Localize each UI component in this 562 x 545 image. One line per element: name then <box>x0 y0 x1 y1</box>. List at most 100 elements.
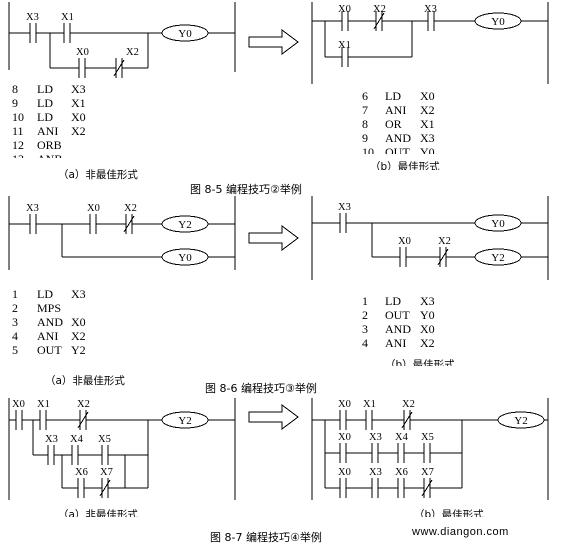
fig87-left-labels: X0 X1 X2 X3 X4 X5 X6 X7 Y2 <box>12 399 192 478</box>
svg-text:OUT: OUT <box>385 350 410 364</box>
fig85-left-ladder <box>8 2 236 78</box>
coil-label: Y2 <box>178 415 191 427</box>
coil-label: Y2 <box>514 415 527 427</box>
svg-text:1: 1 <box>12 287 18 301</box>
svg-text:5: 5 <box>362 350 368 364</box>
svg-text:X3: X3 <box>71 287 86 301</box>
contact-label: X3 <box>45 434 58 445</box>
figure-caption: 图 8-5 编程技巧②举例 <box>190 182 302 196</box>
contact-label: X1 <box>61 12 74 23</box>
coil-label: Y0 <box>491 16 505 28</box>
contact-label: X3 <box>369 432 382 443</box>
fig86-right-labels: X3 X0 X2 Y0 Y2 <box>338 202 505 264</box>
svg-text:X2: X2 <box>71 329 86 343</box>
contact-label: X0 <box>87 203 100 214</box>
contact-label: X2 <box>124 203 137 214</box>
svg-text:Y2: Y2 <box>420 350 435 364</box>
fig86-right-ladder <box>311 196 549 280</box>
svg-text:X0: X0 <box>420 322 435 336</box>
svg-text:X0: X0 <box>71 110 86 124</box>
svg-text:LD: LD <box>37 82 53 96</box>
svg-text:ANI: ANI <box>385 103 406 117</box>
svg-text:ANI: ANI <box>37 329 58 343</box>
svg-text:10: 10 <box>12 110 24 124</box>
svg-text:2: 2 <box>12 301 18 315</box>
contact-label: X4 <box>395 432 409 443</box>
svg-text:X0: X0 <box>420 89 435 103</box>
svg-text:Y0: Y0 <box>420 308 435 322</box>
contact-label: X3 <box>26 203 39 214</box>
fig85-left-labels: X3 X1 X0 X2 Y0 <box>26 12 192 58</box>
svg-text:13: 13 <box>12 152 24 166</box>
contact-label: X0 <box>398 236 411 247</box>
svg-text:X2: X2 <box>71 124 86 138</box>
svg-text:9: 9 <box>12 96 18 110</box>
coil-y2 <box>161 411 209 429</box>
fig85-right-labels: X0 X2 X3 X1 Y0 <box>338 4 505 51</box>
svg-text:ANB: ANB <box>37 152 62 166</box>
coil-y0 <box>474 214 522 232</box>
contact-label: X2 <box>402 399 415 410</box>
fig86-left-labels: X3 X0 X2 Y2 Y0 <box>26 203 192 264</box>
contact-label: X2 <box>126 47 139 58</box>
figure-caption: 图 8-6 编程技巧③举例 <box>205 381 317 395</box>
contact-label: X1 <box>338 40 351 51</box>
coil-label: Y0 <box>178 28 192 40</box>
program-line: 2 MPS <box>12 301 61 315</box>
svg-text:8: 8 <box>362 117 368 131</box>
svg-text:OR: OR <box>385 117 402 131</box>
svg-text:LD: LD <box>37 96 53 110</box>
contact-label: X7 <box>100 467 113 478</box>
svg-text:3: 3 <box>362 322 368 336</box>
watermark: www.diangon.com <box>411 526 509 538</box>
coil-y2 <box>161 215 209 233</box>
contact-label: X2 <box>77 399 90 410</box>
svg-text:12: 12 <box>12 138 24 152</box>
contact-label: X2 <box>373 4 386 15</box>
sub-caption: （a）非最佳形式 <box>58 508 138 521</box>
svg-text:2: 2 <box>362 308 368 322</box>
svg-text:MPP: MPP <box>37 357 61 371</box>
coil-label: Y2 <box>491 252 504 264</box>
contact-label: X0 <box>76 47 89 58</box>
sub-caption: （b）最佳形式 <box>414 508 484 521</box>
program-line: 13 ANB <box>12 152 62 166</box>
svg-text:OUT: OUT <box>385 308 410 322</box>
contact-label: X6 <box>395 467 408 478</box>
coil-y0 <box>161 248 209 266</box>
arrow-right-icon <box>248 29 299 55</box>
sub-caption: （a）非最佳形式 <box>45 374 125 387</box>
svg-text:LD: LD <box>385 294 401 308</box>
coil-label: Y0 <box>178 252 192 264</box>
svg-text:X1: X1 <box>71 96 86 110</box>
svg-text:X2: X2 <box>420 103 435 117</box>
contact-label: X0 <box>338 432 351 443</box>
svg-text:ANI: ANI <box>385 336 406 350</box>
sub-caption: （b）最佳形式 <box>370 160 440 173</box>
contact-label: X0 <box>338 467 351 478</box>
svg-text:MPS: MPS <box>37 301 61 315</box>
contact-label: X0 <box>12 399 25 410</box>
svg-text:X3: X3 <box>71 82 86 96</box>
svg-text:1: 1 <box>362 294 368 308</box>
fig87-right-labels: X0 X1 X2 X0 X3 X4 X5 X0 X3 X6 X7 Y2 <box>338 399 528 478</box>
svg-text:4: 4 <box>362 336 368 350</box>
program-line: 4 ANI X2 <box>362 336 435 350</box>
contact-label: X1 <box>363 399 376 410</box>
svg-text:OUT: OUT <box>37 343 62 357</box>
svg-text:LD: LD <box>385 89 401 103</box>
svg-text:X2: X2 <box>420 336 435 350</box>
svg-text:LD: LD <box>37 110 53 124</box>
coil-y2 <box>474 248 522 266</box>
svg-text:10: 10 <box>362 145 374 159</box>
